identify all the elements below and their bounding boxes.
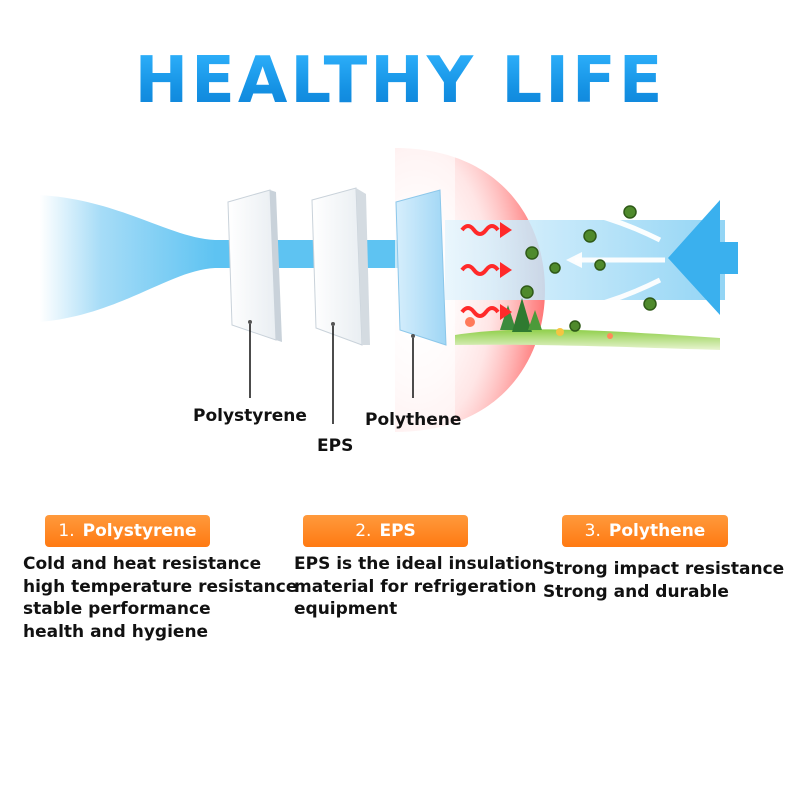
panel-polystyrene xyxy=(227,189,282,342)
heat-wave-icons xyxy=(460,224,500,318)
panel-eps xyxy=(311,187,370,346)
label-polystyrene: Polystyrene xyxy=(193,406,307,426)
feature-line: high temperature resistance xyxy=(23,576,298,597)
airflow-left xyxy=(40,195,215,322)
feature-number: 2. xyxy=(355,521,372,541)
incoming-arrow-icon xyxy=(668,200,720,315)
label-eps: EPS xyxy=(317,436,354,456)
tree-icon xyxy=(512,298,532,332)
tree-icon xyxy=(500,305,516,330)
feature-number: 1. xyxy=(58,521,75,541)
feature-line: Strong impact resistance xyxy=(543,559,785,579)
feature-pill-polystyrene: 1. Polystyrene xyxy=(45,515,210,547)
flow-arrows xyxy=(574,207,665,313)
feature-line: equipment xyxy=(294,599,398,619)
feature-line: EPS is the ideal insulation xyxy=(294,554,544,574)
feature-description-polythene: Strong impact resistance Strong and dura… xyxy=(543,558,784,603)
feature-pill-polythene: 3. Polythene xyxy=(562,515,728,547)
label-polythene: Polythene xyxy=(365,410,462,430)
germ-icons xyxy=(520,205,657,332)
page-title: HEALTHY LIFE xyxy=(0,44,800,118)
insulation-diagram xyxy=(40,140,738,440)
feature-line: Strong and durable xyxy=(543,581,729,602)
feature-number: 3. xyxy=(584,521,601,541)
feature-line: stable performance xyxy=(23,599,211,619)
feature-name: Polystyrene xyxy=(82,521,197,541)
panel-polythene xyxy=(395,189,447,346)
feature-line: material for refrigeration xyxy=(294,576,537,597)
feature-line: health and hygiene xyxy=(23,621,209,642)
feature-pill-eps: 2. EPS xyxy=(303,515,468,547)
feature-name: Polythene xyxy=(608,521,706,541)
feature-description-eps: EPS is the ideal insulation material for… xyxy=(294,553,544,621)
feature-description-polystyrene: Cold and heat resistance high temperatur… xyxy=(23,553,297,643)
feature-name: EPS xyxy=(379,521,416,541)
feature-line: Cold and heat resistance xyxy=(23,554,262,574)
grass-strip xyxy=(455,329,720,350)
tree-icon xyxy=(528,310,542,330)
